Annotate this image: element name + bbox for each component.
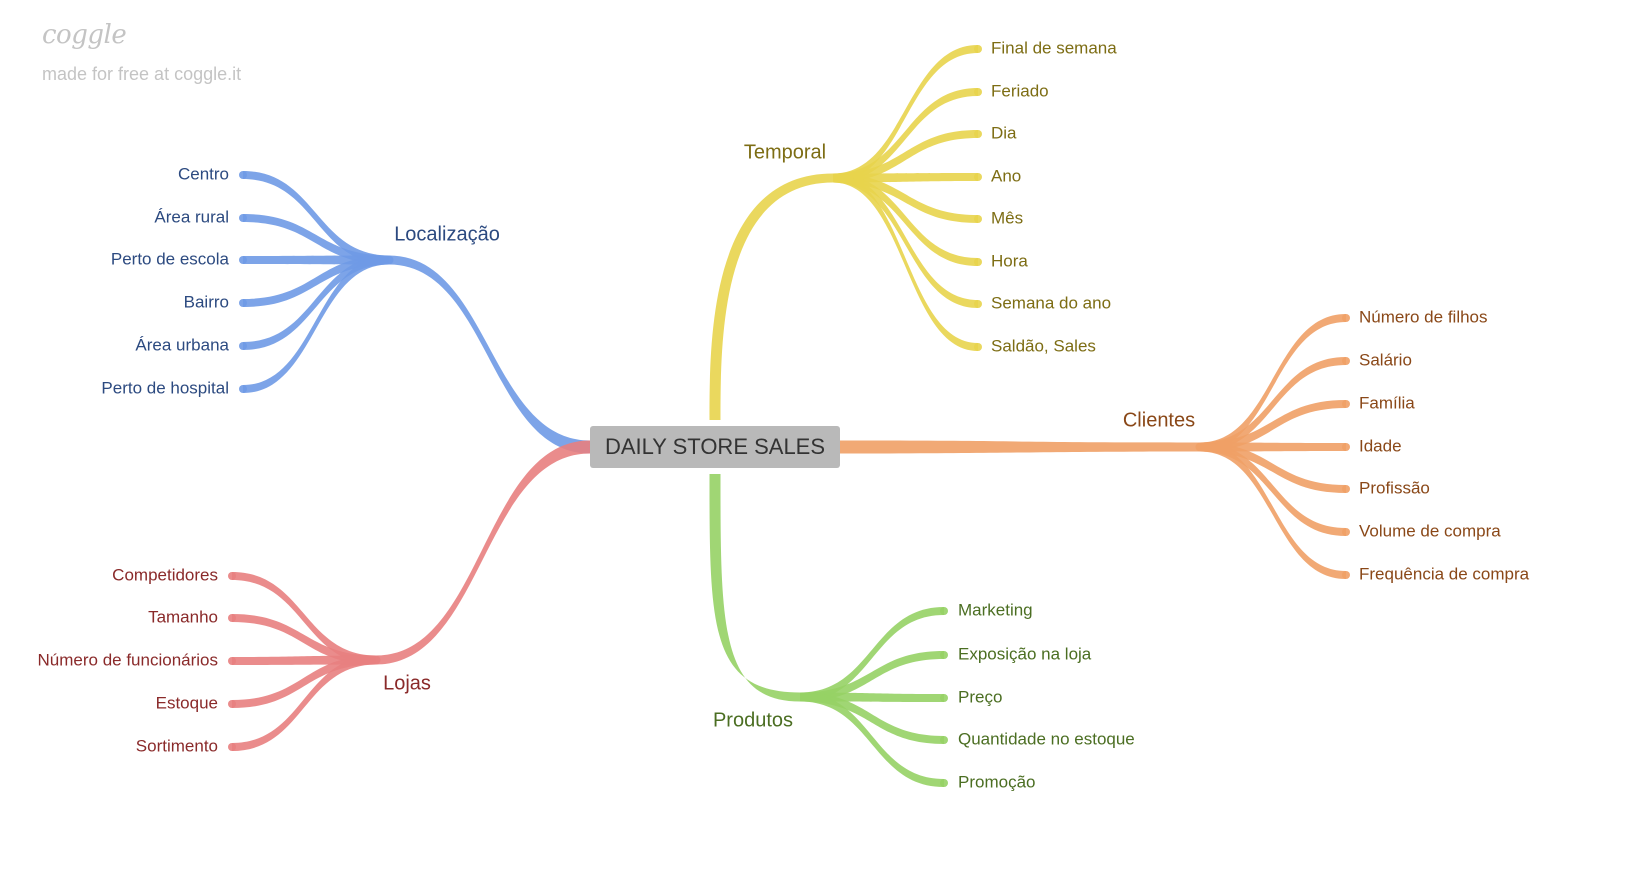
link-localizacao-area-rural <box>243 214 389 265</box>
link-localizacao-centro-tip <box>239 171 247 179</box>
branch-label-produtos[interactable]: Produtos <box>713 709 793 731</box>
leaf-numero-de-filhos[interactable]: Número de filhos <box>1359 307 1488 326</box>
link-lojas-estoque-tip <box>228 700 236 708</box>
link-produtos-preco-tip <box>940 694 948 702</box>
leaf-idade[interactable]: Idade <box>1359 436 1402 455</box>
leaf-dia[interactable]: Dia <box>991 123 1017 142</box>
link-lojas-tamanho-tip <box>228 614 236 622</box>
trunk-lojas <box>376 440 590 665</box>
link-produtos-promocao-tip <box>940 779 948 787</box>
leaf-bairro[interactable]: Bairro <box>184 292 229 311</box>
leaf-frequencia-de-compra[interactable]: Frequência de compra <box>1359 564 1530 583</box>
link-clientes-salario-tip <box>1342 357 1350 365</box>
link-clientes-frequencia-de-compra <box>1200 442 1346 579</box>
link-lojas-numero-de-funcionarios-tip <box>228 657 236 665</box>
link-localizacao-area-rural-tip <box>239 214 247 222</box>
link-temporal-mes-tip <box>974 215 982 223</box>
branch-label-temporal[interactable]: Temporal <box>744 141 826 163</box>
link-temporal-feriado <box>833 88 978 183</box>
link-localizacao-perto-de-hospital <box>243 255 389 393</box>
branch-label-localizacao[interactable]: Localização <box>394 223 500 245</box>
link-lojas-sortimento <box>232 655 376 751</box>
leaf-preco[interactable]: Preço <box>958 687 1002 706</box>
link-clientes-familia <box>1200 400 1346 452</box>
link-localizacao-area-urbana-tip <box>239 342 247 350</box>
link-temporal-semana-do-ano-tip <box>974 300 982 308</box>
leaf-semana-do-ano[interactable]: Semana do ano <box>991 293 1111 312</box>
link-produtos-marketing-tip <box>940 607 948 615</box>
link-localizacao-perto-de-hospital-tip <box>239 385 247 393</box>
leaf-familia[interactable]: Família <box>1359 393 1415 412</box>
leaf-volume-de-compra[interactable]: Volume de compra <box>1359 521 1501 540</box>
link-temporal-ano-tip <box>974 173 982 181</box>
link-produtos-promocao <box>800 692 944 787</box>
leaf-saldao-sales[interactable]: Saldão, Sales <box>991 336 1096 355</box>
leaf-profissao[interactable]: Profissão <box>1359 478 1430 497</box>
link-produtos-quantidade-no-estoque-tip <box>940 736 948 744</box>
link-lojas-tamanho <box>232 614 376 665</box>
link-temporal-semana-do-ano <box>833 173 978 308</box>
link-lojas-competidores-tip <box>228 572 236 580</box>
link-clientes-profissao-tip <box>1342 485 1350 493</box>
link-temporal-hora <box>833 173 978 266</box>
leaf-salario[interactable]: Salário <box>1359 350 1412 369</box>
link-produtos-exposicao-na-loja <box>800 651 944 702</box>
coggle-watermark-text: made for free at coggle.it <box>42 64 242 84</box>
leaf-quantidade-no-estoque[interactable]: Quantidade no estoque <box>958 729 1135 748</box>
leaf-sortimento[interactable]: Sortimento <box>136 736 218 755</box>
link-temporal-saldao-sales <box>833 173 978 351</box>
link-localizacao-area-urbana <box>243 255 389 350</box>
leaf-mes[interactable]: Mês <box>991 208 1023 227</box>
link-clientes-familia-tip <box>1342 400 1350 408</box>
leaf-numero-de-funcionarios[interactable]: Número de funcionários <box>38 650 218 669</box>
leaf-area-rural[interactable]: Área rural <box>154 207 229 226</box>
link-temporal-saldao-sales-tip <box>974 343 982 351</box>
trunk-temporal <box>709 173 833 420</box>
link-localizacao-centro <box>243 171 389 265</box>
leaf-feriado[interactable]: Feriado <box>991 81 1049 100</box>
link-clientes-numero-de-filhos <box>1200 314 1346 452</box>
leaf-centro[interactable]: Centro <box>178 164 229 183</box>
link-temporal-dia-tip <box>974 130 982 138</box>
leaf-tamanho[interactable]: Tamanho <box>148 607 218 626</box>
trunk-produtos <box>709 474 800 702</box>
branch-label-clientes[interactable]: Clientes <box>1123 409 1195 431</box>
leaf-competidores[interactable]: Competidores <box>112 565 218 584</box>
leaf-perto-de-hospital[interactable]: Perto de hospital <box>101 378 229 397</box>
link-lojas-sortimento-tip <box>228 743 236 751</box>
trunk-localizacao <box>389 255 590 454</box>
leaf-perto-de-escola[interactable]: Perto de escola <box>111 249 230 268</box>
trunk-clientes <box>840 440 1200 454</box>
link-clientes-frequencia-de-compra-tip <box>1342 571 1350 579</box>
link-temporal-feriado-tip <box>974 88 982 96</box>
link-produtos-exposicao-na-loja-tip <box>940 651 948 659</box>
branch-label-lojas[interactable]: Lojas <box>383 672 431 694</box>
link-localizacao-perto-de-escola-tip <box>239 256 247 264</box>
root-label[interactable]: DAILY STORE SALES <box>605 434 825 459</box>
link-temporal-final-de-semana <box>833 45 978 183</box>
link-lojas-competidores <box>232 572 376 665</box>
leaf-marketing[interactable]: Marketing <box>958 600 1033 619</box>
link-clientes-volume-de-compra <box>1200 442 1346 536</box>
link-clientes-volume-de-compra-tip <box>1342 528 1350 536</box>
leaf-hora[interactable]: Hora <box>991 251 1028 270</box>
leaf-area-urbana[interactable]: Área urbana <box>135 335 229 354</box>
leaf-estoque[interactable]: Estoque <box>156 693 218 712</box>
link-clientes-idade-tip <box>1342 443 1350 451</box>
link-clientes-salario <box>1200 357 1346 452</box>
leaf-ano[interactable]: Ano <box>991 166 1021 185</box>
link-clientes-numero-de-filhos-tip <box>1342 314 1350 322</box>
link-temporal-dia <box>833 130 978 183</box>
link-localizacao-bairro-tip <box>239 299 247 307</box>
link-produtos-marketing <box>800 607 944 702</box>
leaf-promocao[interactable]: Promoção <box>958 772 1035 791</box>
root-node[interactable] <box>590 426 840 468</box>
coggle-logo: coggle <box>42 20 127 50</box>
leaf-final-de-semana[interactable]: Final de semana <box>991 38 1117 57</box>
link-temporal-hora-tip <box>974 258 982 266</box>
leaf-exposicao-na-loja[interactable]: Exposição na loja <box>958 644 1092 663</box>
link-temporal-final-de-semana-tip <box>974 45 982 53</box>
